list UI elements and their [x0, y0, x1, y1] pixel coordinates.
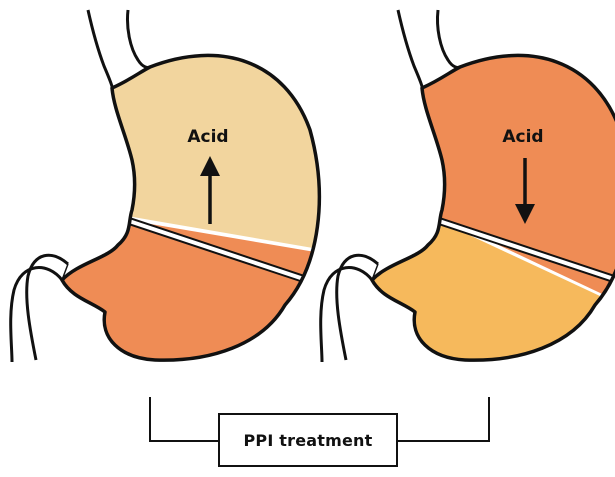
right-esophagus	[398, 10, 422, 88]
left-esophagus	[88, 10, 112, 88]
right-duodenum	[321, 268, 372, 362]
right-stomach: Acid	[300, 0, 615, 473]
ppi-treatment-label: PPI treatment	[244, 431, 373, 450]
left-acid-label: Acid	[187, 127, 228, 147]
ppi-treatment-box: PPI treatment	[218, 413, 398, 467]
right-acid-label: Acid	[502, 127, 543, 147]
left-duodenum	[11, 268, 62, 362]
